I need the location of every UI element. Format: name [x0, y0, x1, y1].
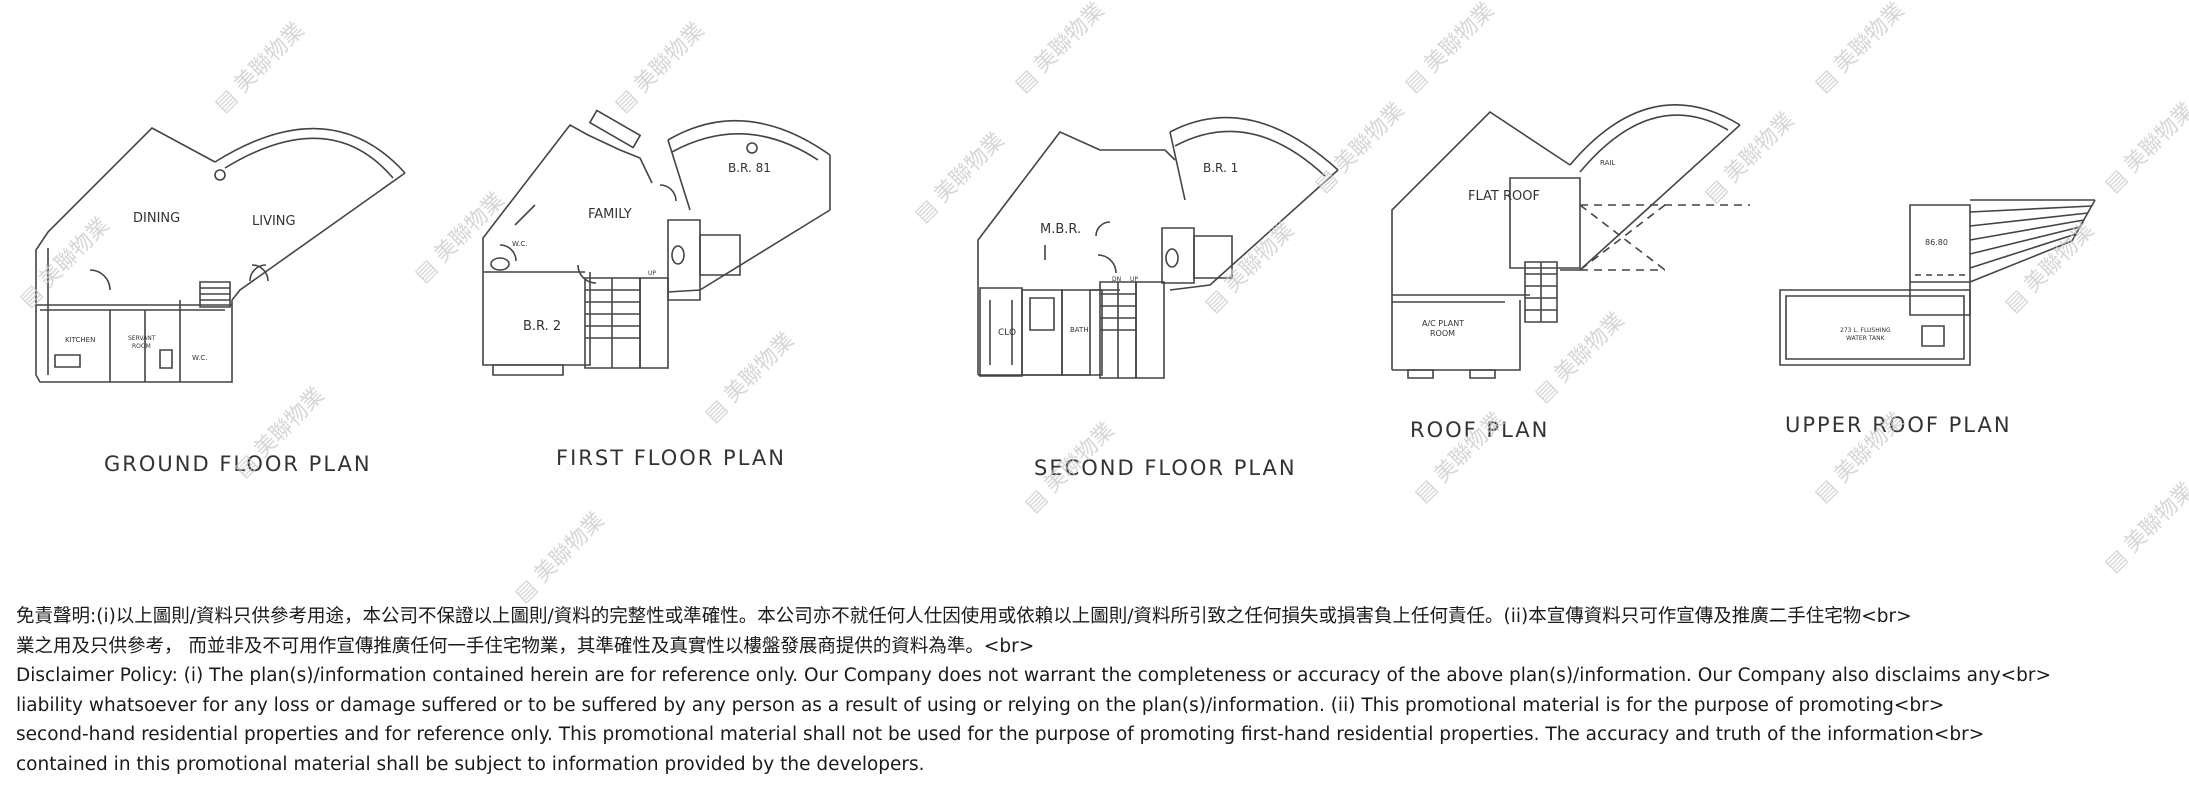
- svg-text:KITCHEN: KITCHEN: [65, 336, 95, 344]
- svg-text:B.R. 1: B.R. 1: [1203, 161, 1238, 175]
- ground-floor-plan: [36, 128, 405, 382]
- svg-text:W.C.: W.C.: [512, 240, 527, 248]
- upper-roof-plan: [1780, 200, 2095, 365]
- svg-text:M.B.R.: M.B.R.: [1040, 222, 1081, 237]
- svg-text:B.R. 81: B.R. 81: [728, 161, 771, 175]
- svg-text:BATH: BATH: [1070, 326, 1089, 334]
- svg-text:B.R. 2: B.R. 2: [523, 319, 561, 334]
- svg-text:86.80: 86.80: [1925, 238, 1948, 247]
- room-labels: DINING LIVING KITCHEN SERVANT ROOM W.C. …: [65, 159, 1948, 362]
- second-floor-plan: [978, 118, 1338, 378]
- floor-plans-drawing: DINING LIVING KITCHEN SERVANT ROOM W.C. …: [0, 0, 2189, 590]
- svg-text:W.C.: W.C.: [192, 354, 207, 362]
- disclaimer-line: contained in this promotional material s…: [16, 753, 925, 775]
- svg-text:WATER TANK: WATER TANK: [1846, 335, 1886, 342]
- svg-text:FLAT ROOF: FLAT ROOF: [1468, 189, 1540, 204]
- disclaimer-line: Disclaimer Policy: (i) The plan(s)/infor…: [16, 665, 2051, 686]
- roof-plan: [1392, 105, 1750, 378]
- svg-text:CLO: CLO: [998, 328, 1016, 338]
- svg-text:273 L. FLUSHING: 273 L. FLUSHING: [1840, 327, 1891, 334]
- svg-text:UP: UP: [1130, 276, 1138, 283]
- svg-text:RAIL: RAIL: [1600, 159, 1615, 167]
- second-floor-plan-label: SECOND FLOOR PLAN: [1034, 456, 1297, 480]
- disclaimer-text: 免責聲明:(i)以上圖則/資料只供參考用途，本公司不保證以上圖則/資料的完整性或…: [16, 602, 2176, 779]
- svg-text:ROOM: ROOM: [132, 343, 151, 350]
- roof-plan-label: ROOF PLAN: [1410, 418, 1550, 442]
- svg-text:UP: UP: [648, 270, 656, 277]
- floor-plans-area: DINING LIVING KITCHEN SERVANT ROOM W.C. …: [0, 0, 2189, 608]
- disclaimer-line: liability whatsoever for any loss or dam…: [16, 694, 1945, 716]
- svg-text:LIVING: LIVING: [252, 214, 296, 229]
- upper-roof-plan-label: UPPER ROOF PLAN: [1785, 413, 2012, 437]
- disclaimer-line: 免責聲明:(i)以上圖則/資料只供參考用途，本公司不保證以上圖則/資料的完整性或…: [16, 606, 1912, 627]
- svg-text:FAMILY: FAMILY: [588, 207, 632, 222]
- svg-text:SERVANT: SERVANT: [128, 335, 156, 342]
- ground-floor-plan-label: GROUND FLOOR PLAN: [104, 452, 372, 476]
- disclaimer-line: 業之用及只供參考， 而並非及不可用作宣傳推廣任何一手住宅物業，其準確性及真實性以…: [16, 635, 1035, 657]
- first-floor-plan-label: FIRST FLOOR PLAN: [556, 446, 786, 470]
- svg-text:A/C PLANT: A/C PLANT: [1422, 319, 1464, 328]
- svg-text:ROOM: ROOM: [1430, 329, 1455, 338]
- first-floor-plan: [483, 110, 830, 375]
- svg-text:DINING: DINING: [133, 211, 180, 226]
- svg-text:DN: DN: [1112, 276, 1121, 283]
- disclaimer-line: second-hand residential properties and f…: [16, 724, 1985, 745]
